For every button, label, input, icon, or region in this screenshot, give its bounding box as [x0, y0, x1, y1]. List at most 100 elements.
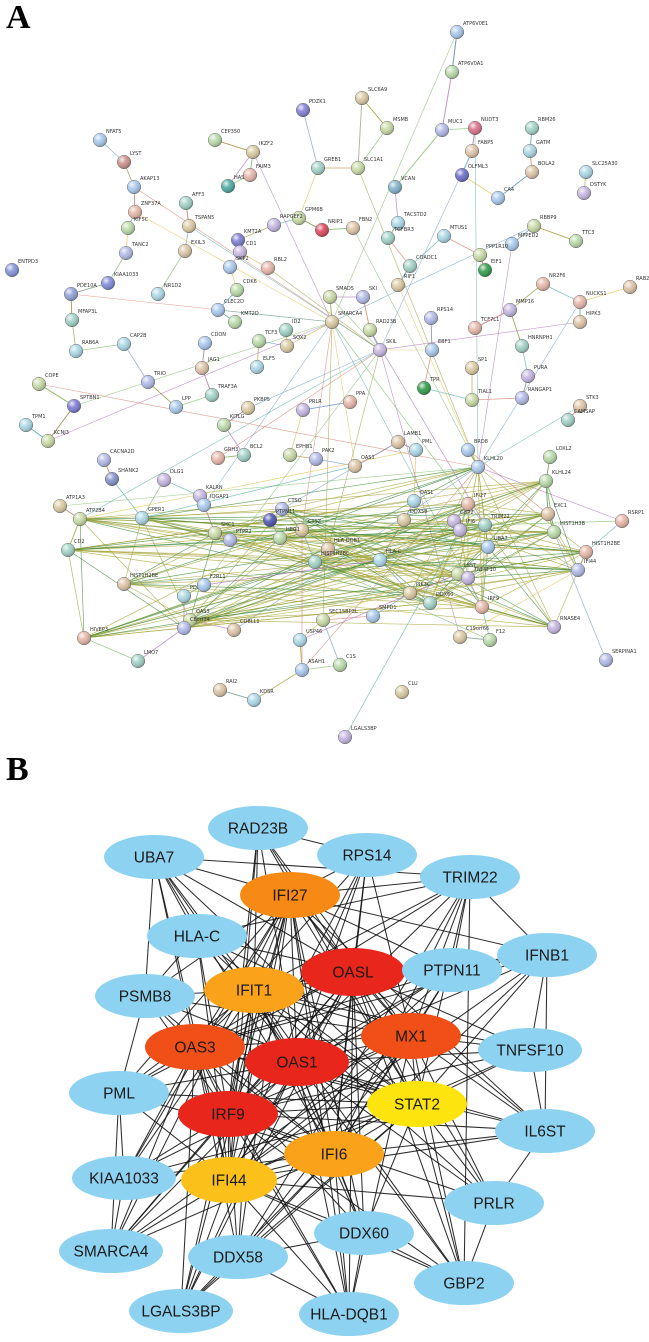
panel-b-node-label: PTPN11: [423, 963, 480, 980]
panel-a-node-shade: [455, 168, 469, 182]
panel-a-node-shade: [571, 563, 585, 577]
panel-a-node-shade: [230, 283, 244, 297]
panel-a-edge: [301, 529, 411, 594]
panel-a-edge: [203, 559, 381, 586]
panel-b-node-ellipse: [72, 1156, 176, 1200]
panel-a-node: SPTBN1: [66, 395, 100, 414]
panel-a-node-label: FBN2: [359, 217, 372, 223]
panel-a-edge: [298, 167, 319, 219]
panel-a-node-label: KDSR: [260, 689, 274, 695]
panel-b-node-ellipse: [245, 1038, 349, 1086]
panel-a-edge: [545, 480, 579, 571]
panel-a-node-label: GPM6B: [305, 207, 323, 213]
panel-a-edge: [379, 480, 547, 561]
panel-b-node: OASL: [301, 948, 405, 996]
panel-a-edge: [409, 551, 587, 594]
panel-a-node-label: EBF1: [438, 339, 451, 345]
panel-a-node: IQGAP1: [196, 494, 229, 513]
panel-a-node-shade: [208, 133, 222, 147]
panel-b-edge: [194, 1046, 365, 1234]
panel-b-edge: [416, 1103, 465, 1284]
panel-a-node: SP1: [464, 357, 487, 376]
panel-a-node: AKAP13: [126, 176, 159, 195]
panel-a-node-label: UBA7: [494, 536, 508, 542]
panel-a-edge: [111, 478, 143, 519]
panel-b-node: IFI27: [240, 872, 340, 918]
panel-a-node: PIK3C: [402, 582, 431, 601]
panel-a-node-label: F2RL1: [210, 574, 226, 580]
panel-a-node: F2RL1: [196, 574, 226, 593]
panel-a-edge: [281, 466, 479, 510]
panel-a-node-label: GBP2: [460, 510, 474, 516]
panel-a-node: DLG1: [156, 469, 184, 488]
panel-b-node: PRLR: [444, 1181, 544, 1225]
panel-a-node-shade: [311, 161, 325, 175]
panel-a-node-label: ZNF37A: [141, 201, 161, 207]
panel-b-node-ellipse: [59, 1229, 163, 1273]
panel-a-node-shade: [283, 448, 297, 462]
panel-a-edge: [301, 466, 479, 531]
panel-a-edge: [409, 466, 479, 594]
panel-b-edge: [253, 989, 365, 1234]
panel-a-node-label: SP1: [478, 357, 487, 363]
panel-a-node-label: PTPN11: [276, 509, 295, 515]
panel-a-node-shade: [465, 361, 479, 375]
panel-a-node-shade: [381, 231, 395, 245]
panel-b-node: RPS14: [317, 833, 417, 877]
panel-a-node-label: BOLA2: [538, 161, 555, 167]
panel-a-node-label: OAS3: [196, 609, 210, 615]
panel-a-node: BOLA2: [524, 161, 555, 180]
panel-a-node-label: KLHL20: [484, 456, 503, 462]
panel-a-node-shade: [267, 218, 281, 232]
panel-a-node-label: DLG1: [170, 469, 184, 475]
panel-a-node-label: OASL: [420, 490, 433, 496]
panel-b-node-label: IFI44: [211, 1173, 247, 1190]
panel-a-node: HNRNPH1: [514, 335, 553, 354]
panel-b-edge: [228, 1130, 546, 1181]
panel-a-node-shade: [569, 234, 583, 248]
panel-b-node: SMARCA4: [59, 1229, 163, 1273]
panel-a-node-shade: [491, 191, 505, 205]
panel-a-node-shade: [223, 260, 237, 274]
panel-a-edge: [286, 321, 333, 347]
panel-a-node-label: KALRN: [206, 485, 223, 491]
panel-a-node-shade: [182, 219, 196, 233]
panel-a-edge: [83, 531, 555, 639]
panel-a-node: PKBP5: [240, 397, 270, 416]
panel-a-node: HIPK3: [572, 311, 601, 330]
panel-a-node: OAS1: [347, 455, 375, 474]
panel-b-node-label: IFI27: [272, 888, 307, 905]
panel-b-node-label: HLA-C: [174, 929, 221, 946]
panel-a-node-shade: [273, 531, 287, 545]
panel-a-node-label: RPS14: [437, 307, 453, 313]
panel-a-node: HAS: [220, 175, 244, 194]
panel-b-edge: [110, 1046, 196, 1252]
panel-a-node: UBA7: [480, 536, 508, 555]
panel-a-node: HIVEP3: [76, 627, 108, 646]
panel-a-node-shade: [279, 323, 293, 337]
panel-a-node-label: OLFML3: [468, 164, 488, 170]
panel-a-edge: [409, 235, 445, 267]
panel-a-node-shade: [217, 418, 231, 432]
panel-a-node-shade: [515, 339, 529, 353]
panel-b-node-ellipse: [284, 1131, 384, 1177]
panel-a-edge: [471, 397, 523, 401]
panel-a-node: KDSR: [246, 689, 274, 708]
panel-a-edge: [497, 171, 533, 199]
panel-a-node-label: CTSO: [288, 498, 302, 504]
panel-a-node-shade: [403, 259, 417, 273]
panel-a-node: SMARCA4: [324, 311, 362, 330]
panel-a-node: NR2F6: [535, 273, 565, 292]
panel-a-edge: [352, 227, 479, 468]
panel-a-node: COADC1: [402, 255, 437, 274]
panel-a-node: DSTYK: [576, 182, 607, 201]
panel-a-node: HLA-DQB1: [320, 538, 360, 557]
panel-a-node-shade: [205, 388, 219, 402]
panel-a-node-label: PURA: [534, 365, 548, 371]
panel-b-node-label: RPS14: [342, 848, 391, 865]
panel-a-node-shade: [246, 145, 260, 159]
panel-b-edge: [194, 969, 453, 1048]
panel-b-node-label: MX1: [395, 1029, 427, 1046]
panel-b-node-label: TNFSF10: [496, 1043, 564, 1060]
